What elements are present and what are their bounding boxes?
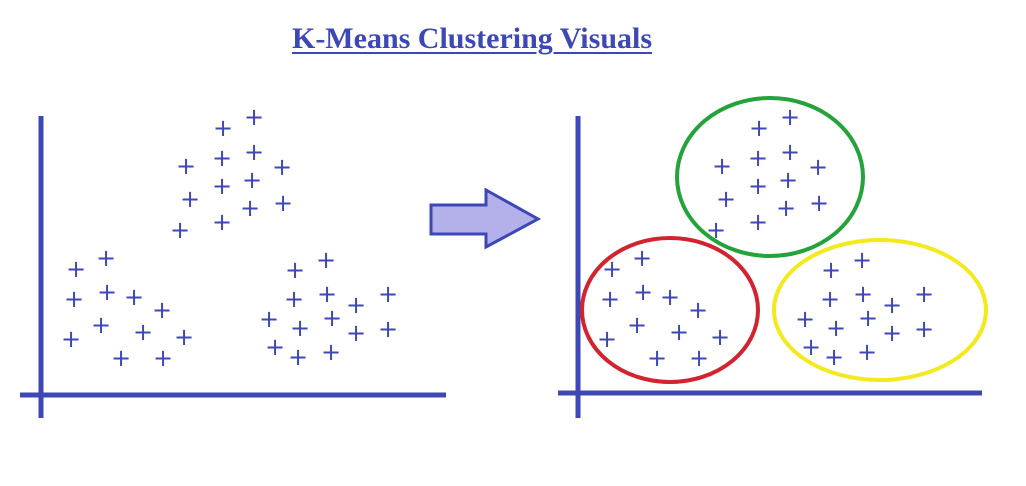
left-point-39: + [321, 338, 341, 366]
left-point-30: + [346, 291, 366, 319]
right-point-13: + [706, 216, 726, 244]
left-point-25: + [153, 344, 173, 372]
right-point-8: + [778, 166, 798, 194]
left-point-3: + [176, 152, 196, 180]
left-point-23: + [61, 325, 81, 353]
left-point-21: + [133, 318, 153, 346]
right-point-19: + [688, 296, 708, 324]
right-points-group: +++++++++++++++++++++++++++++++++++++++ [597, 103, 934, 372]
right-point-15: + [632, 244, 652, 272]
right-point-24: + [647, 344, 667, 372]
left-point-24: + [111, 344, 131, 372]
cluster-yellow-outline [772, 238, 988, 382]
left-point-27: + [316, 246, 336, 274]
right-point-22: + [710, 323, 730, 351]
left-point-13: + [170, 216, 190, 244]
right-point-31: + [914, 280, 934, 308]
right-point-25: + [689, 344, 709, 372]
right-point-35: + [882, 319, 902, 347]
left-point-29: + [317, 280, 337, 308]
left-point-2: + [244, 103, 264, 131]
right-point-39: + [857, 338, 877, 366]
left-point-26: + [285, 256, 305, 284]
left-point-10: + [240, 194, 260, 222]
right-point-30: + [882, 291, 902, 319]
left-point-8: + [242, 166, 262, 194]
arrow-shape [429, 187, 542, 250]
right-point-28: + [820, 285, 840, 313]
right-arrow-icon [429, 187, 542, 250]
left-point-19: + [152, 296, 172, 324]
left-point-33: + [290, 314, 310, 342]
right-point-12: + [748, 208, 768, 236]
right-point-27: + [852, 246, 872, 274]
right-point-37: + [801, 333, 821, 361]
left-point-16: + [64, 285, 84, 313]
left-point-18: + [124, 283, 144, 311]
left-point-38: + [288, 343, 308, 371]
left-point-7: + [212, 172, 232, 200]
left-point-32: + [259, 305, 279, 333]
left-point-6: + [272, 153, 292, 181]
right-point-32: + [795, 305, 815, 333]
left-point-11: + [273, 189, 293, 217]
left-point-5: + [244, 138, 264, 166]
right-point-11: + [809, 189, 829, 217]
right-point-5: + [780, 138, 800, 166]
left-point-14: + [66, 255, 86, 283]
left-point-34: + [322, 304, 342, 332]
right-point-36: + [914, 315, 934, 343]
left-point-9: + [180, 185, 200, 213]
left-point-31: + [378, 280, 398, 308]
right-point-6: + [808, 153, 828, 181]
panel-before-clustering: +++++++++++++++++++++++++++++++++++++++ [20, 103, 446, 418]
right-point-21: + [669, 318, 689, 346]
left-point-35: + [346, 319, 366, 347]
left-point-36: + [378, 315, 398, 343]
left-points-group: +++++++++++++++++++++++++++++++++++++++ [61, 103, 398, 372]
right-point-29: + [853, 280, 873, 308]
right-point-14: + [602, 255, 622, 283]
left-point-17: + [97, 278, 117, 306]
page-title: K-Means Clustering Visuals [291, 22, 653, 55]
right-point-17: + [633, 278, 653, 306]
right-point-26: + [821, 256, 841, 284]
right-point-2: + [780, 103, 800, 131]
right-point-34: + [858, 304, 878, 332]
right-point-23: + [597, 325, 617, 353]
right-point-18: + [660, 283, 680, 311]
left-point-28: + [284, 285, 304, 313]
left-point-4: + [212, 144, 232, 172]
left-point-12: + [212, 208, 232, 236]
right-point-16: + [600, 285, 620, 313]
right-point-9: + [716, 185, 736, 213]
cluster-green-outline [675, 96, 865, 258]
left-point-1: + [213, 114, 233, 142]
right-point-1: + [749, 114, 769, 142]
left-point-22: + [174, 323, 194, 351]
left-point-15: + [96, 244, 116, 272]
right-point-10: + [776, 194, 796, 222]
cluster-red-outline [580, 236, 760, 384]
left-point-37: + [265, 333, 285, 361]
right-point-3: + [712, 152, 732, 180]
left-point-20: + [91, 311, 111, 339]
right-point-20: + [627, 311, 647, 339]
right-point-33: + [826, 314, 846, 342]
right-point-7: + [748, 172, 768, 200]
right-point-38: + [824, 343, 844, 371]
right-point-4: + [748, 144, 768, 172]
panel-after-clustering: +++++++++++++++++++++++++++++++++++++++ [558, 96, 988, 418]
